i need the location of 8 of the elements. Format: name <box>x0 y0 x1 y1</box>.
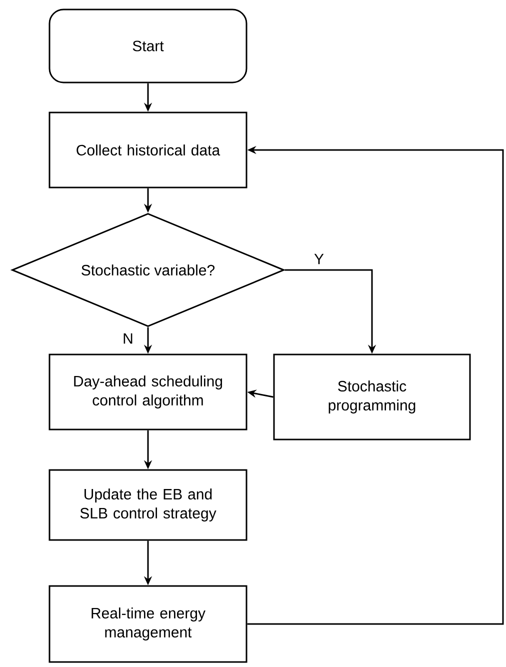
process-box: Collect historical data <box>48 112 248 188</box>
process-box: Update the EB and SLB control strategy <box>48 469 248 541</box>
edge-label: Y <box>313 252 325 266</box>
process-box: Day-ahead scheduling control algorithm <box>48 354 248 430</box>
process-box: Stochastic programming <box>273 354 471 440</box>
edge-label: N <box>122 332 134 345</box>
process-box: Real-time energy management <box>48 585 248 663</box>
terminal-box: Start <box>48 8 248 84</box>
